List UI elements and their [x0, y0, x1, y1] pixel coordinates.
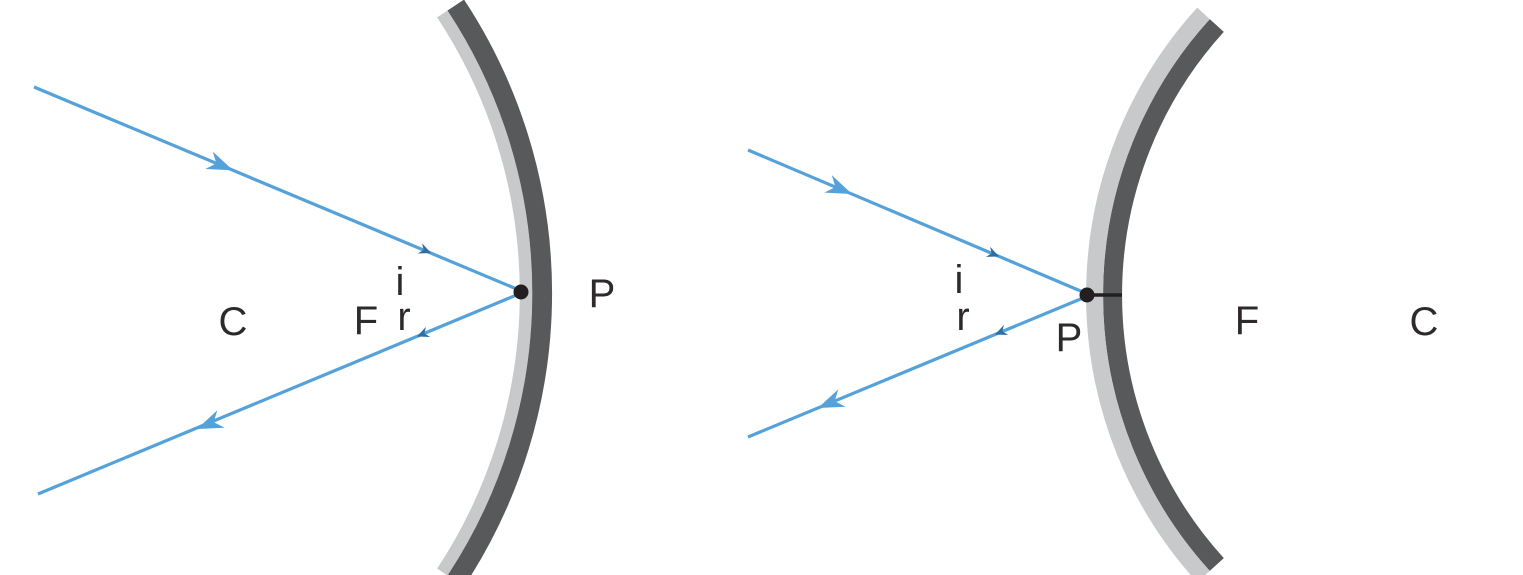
convex-label-angle-of-incidence: i [955, 258, 964, 302]
concave-reflected-ray-small-arrow-icon [417, 326, 431, 337]
concave-mirror-back-surface [447, 0, 553, 575]
convex-reflected-ray-small-arrow-icon [995, 324, 1009, 335]
concave-incident-ray-arrowhead-icon [205, 151, 233, 171]
concave-reflected-ray [37, 292, 520, 496]
concave-label-focal-point: F [354, 299, 378, 343]
convex-mirror-back-surface [1103, 19, 1224, 571]
concave-label-angle-of-incidence: i [396, 260, 405, 304]
convex-incident-ray [747, 148, 1084, 294]
convex-label-angle-of-reflection: r [956, 295, 969, 339]
convex-label-focal-point: F [1235, 299, 1259, 343]
concave-incident-ray-small-arrow-icon [417, 243, 431, 254]
convex-incident-ray-arrowhead-icon [824, 175, 852, 194]
convex-reflected-ray [747, 296, 1084, 439]
convex-mirror-diagram: i r P F C [747, 7, 1439, 575]
convex-label-center-of-curvature: C [1410, 300, 1439, 344]
concave-label-angle-of-reflection: r [397, 295, 410, 339]
concave-label-point-p: P [589, 272, 616, 316]
concave-reflected-ray-arrowhead-icon [197, 410, 225, 429]
concave-incident-ray [33, 85, 520, 292]
concave-label-center-of-curvature: C [219, 300, 248, 344]
convex-reflected-ray-arrowhead-icon [818, 389, 846, 408]
convex-point-of-incidence-dot [1079, 287, 1095, 303]
convex-label-point-p: P [1056, 316, 1083, 360]
concave-point-of-incidence-dot [513, 284, 529, 300]
convex-incident-ray-small-arrow-icon [985, 246, 999, 257]
concave-mirror-diagram: C F i r P [33, 0, 616, 575]
